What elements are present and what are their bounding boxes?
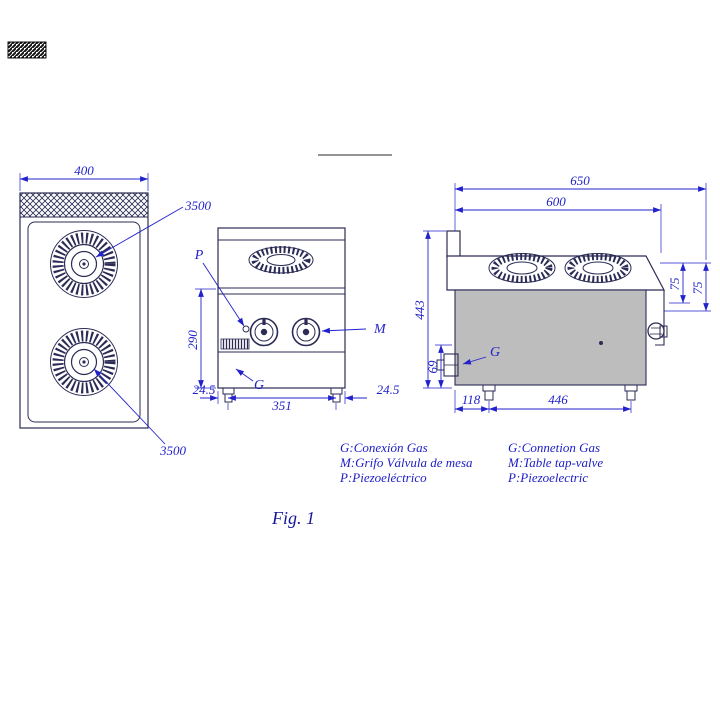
- knob-side-profile: [647, 322, 665, 340]
- label-valve: M: [373, 322, 387, 337]
- dim-base-height: 69: [425, 360, 440, 374]
- figure-caption: Fig. 1: [271, 508, 315, 528]
- dim-side-top-width: 600: [546, 194, 566, 209]
- top-surface-profile: [446, 255, 665, 291]
- side-feet: [482, 384, 638, 401]
- legend-es-piezo: P:Piezoeléctrico: [339, 470, 427, 485]
- dim-front-center: 351: [271, 398, 292, 413]
- rating-plate: [220, 338, 250, 350]
- dim-front-left-margin: 24.5: [193, 382, 216, 397]
- knob-right: [291, 317, 321, 347]
- top-view: 400 3500 3500: [19, 163, 212, 458]
- dim-front-height: 290: [185, 330, 200, 350]
- corner-hatch-mark: [7, 41, 47, 59]
- legend-es-gas: G:Conexión Gas: [340, 440, 428, 455]
- burner1-power-label: 3500: [184, 198, 212, 213]
- dim-lip-a: 75: [667, 277, 682, 291]
- dim-top-width: 400: [74, 163, 94, 178]
- rear-grate-strip: [19, 192, 149, 218]
- front-view: 290 24.5 351 24.5 P M G: [185, 227, 400, 413]
- label-gas-front: G: [254, 378, 264, 393]
- drip-tray-outline: [27, 221, 141, 423]
- legend-en-gas: G:Connetion Gas: [508, 440, 600, 455]
- burner2-power-label: 3500: [159, 443, 187, 458]
- legend: G:Conexión Gas M:Grifo Válvula de mesa P…: [339, 440, 603, 485]
- dim-foot-span: 446: [548, 392, 568, 407]
- dim-side-height: 443: [412, 300, 427, 320]
- dim-lip-b: 75: [690, 281, 705, 295]
- legend-en-piezo: P:Piezoelectric: [507, 470, 588, 485]
- dim-front-right-margin: 24.5: [377, 382, 400, 397]
- label-gas-side: G: [490, 345, 500, 360]
- side-view: 650 600 443 G 69: [412, 173, 711, 413]
- screw-dot: [599, 341, 603, 345]
- legend-en-valve: M:Table tap-valve: [507, 455, 603, 470]
- dim-foot-offset: 118: [462, 392, 481, 407]
- dim-side-total-width: 650: [570, 173, 590, 188]
- backsplash-profile: [446, 230, 461, 258]
- knob-left: [249, 317, 279, 347]
- knob-stem: [659, 325, 668, 338]
- legend-es-valve: M:Grifo Válvula de mesa: [339, 455, 473, 470]
- label-piezo: P: [194, 248, 204, 263]
- stove-top-outline: [19, 192, 149, 429]
- piezo-button: [242, 325, 250, 333]
- front-edge-profile: [655, 290, 665, 346]
- side-panel: [454, 289, 647, 386]
